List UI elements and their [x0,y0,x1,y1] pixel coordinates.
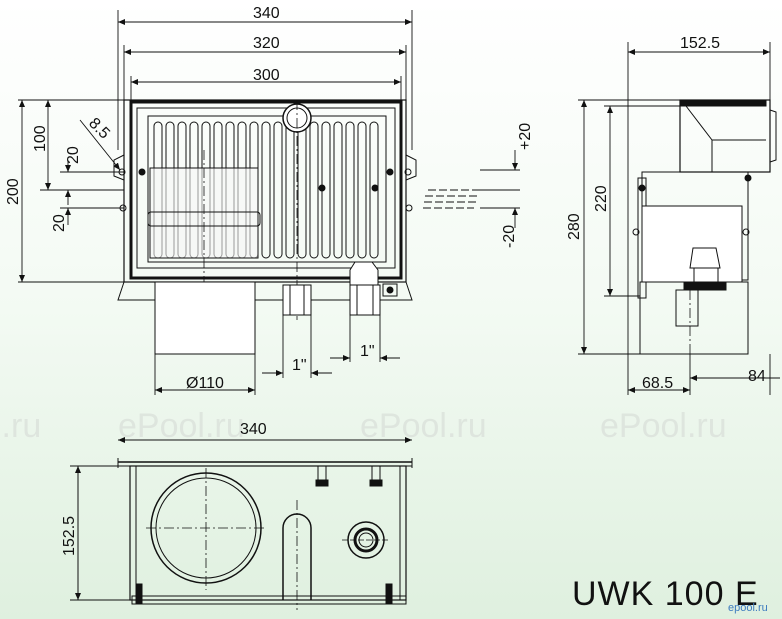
dim-20-upper: 20 [65,146,82,164]
dim-220: 220 [593,185,610,212]
top-view [70,458,413,610]
dim-84: 84 [748,368,766,385]
dim-thread-1: 1" [292,357,307,374]
side-view [632,99,777,355]
side-dimensions [578,42,780,395]
front-dimensions [18,10,520,395]
front-view [113,99,480,355]
watermark-group: l.ru ePool.ru ePool.ru ePool.ru [0,407,727,445]
dim-100: 100 [32,125,49,152]
brand-logo: epool.ru [728,602,768,614]
watermark-2: ePool.ru [118,407,245,445]
watermark-1: l.ru [0,407,41,445]
dim-340-top: 340 [240,421,267,438]
dim-20-lower: 20 [51,214,68,232]
dim-320: 320 [253,35,280,52]
watermark-4: ePool.ru [600,407,727,445]
dim-68-5: 68.5 [642,375,673,392]
dim-minus-20: -20 [501,225,518,248]
dim-300: 300 [253,67,280,84]
dim-152-5-side: 152.5 [680,35,720,52]
dim-pipe-dia: Ø110 [186,375,224,392]
dim-152-5-top: 152.5 [61,516,78,556]
dim-280: 280 [566,213,583,240]
model-title: UWK 100 E [572,575,759,613]
dim-thread-2: 1" [360,343,375,360]
side-dim-labels: 152.5 280 220 68.5 84 [566,35,766,392]
dim-340-front: 340 [253,5,280,22]
dim-200: 200 [5,178,22,205]
watermark-3: ePool.ru [360,407,487,445]
dim-8-5: 8.5 [85,115,113,143]
top-dim-labels: 340 152.5 [61,421,412,556]
dim-plus-20: +20 [517,123,534,150]
